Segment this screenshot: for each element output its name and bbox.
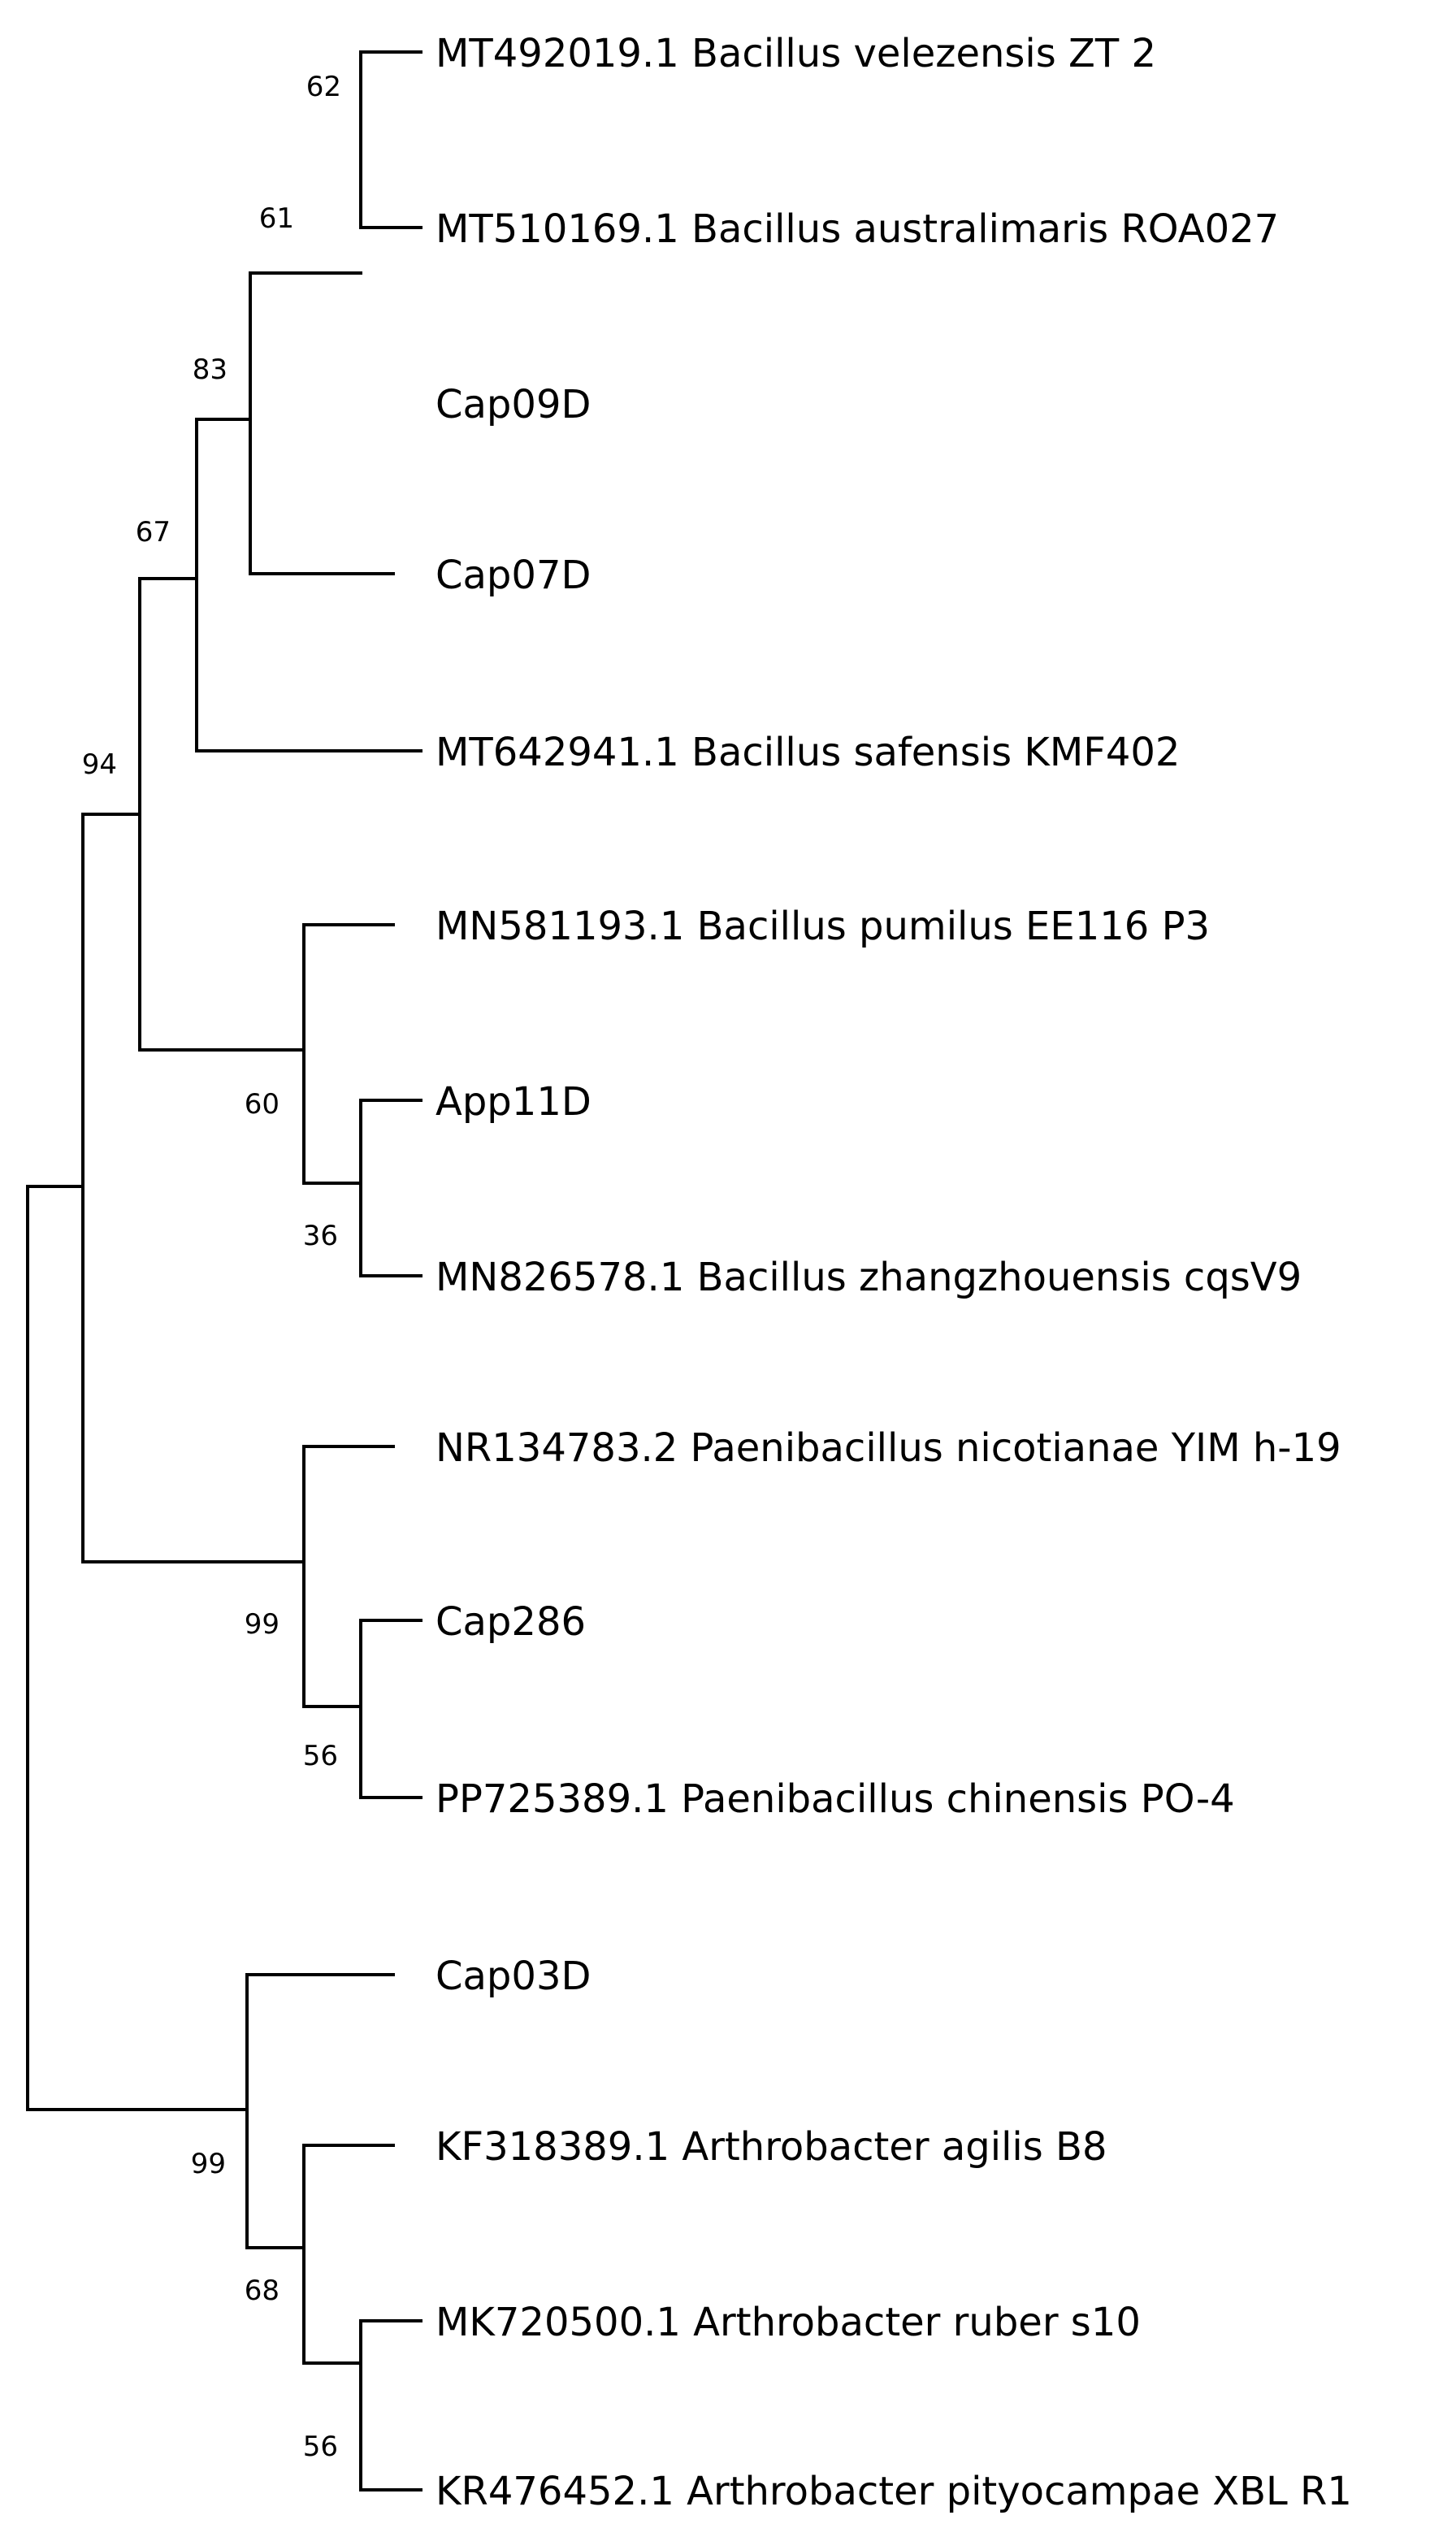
branch-root bbox=[26, 1185, 249, 2111]
taxon-label: MN826578.1 Bacillus zhangzhouensis cqsV9 bbox=[436, 1255, 1302, 1300]
taxon-label: Cap286 bbox=[436, 1599, 586, 1645]
branch-node-67 bbox=[138, 577, 306, 1052]
taxon-label: MT510169.1 Bacillus australimaris ROA027 bbox=[436, 206, 1279, 252]
support-value: 68 bbox=[245, 2275, 280, 2307]
branch-node-62 bbox=[359, 50, 422, 229]
taxon-label: KF318389.1 Arthrobacter agilis B8 bbox=[436, 2124, 1107, 2170]
branch-node-99-paeni bbox=[302, 1445, 395, 1708]
support-value: 99 bbox=[245, 1608, 280, 1641]
branch-node-68 bbox=[302, 2144, 395, 2365]
branch-node-56-arthro bbox=[359, 2319, 422, 2491]
support-value: 83 bbox=[193, 353, 228, 386]
taxon-label: KR476452.1 Arthrobacter pityocampae XBL … bbox=[436, 2469, 1352, 2514]
taxon-label: Cap03D bbox=[436, 1954, 591, 1999]
taxon-label: MT492019.1 Bacillus velezensis ZT 2 bbox=[436, 31, 1156, 76]
support-value: 62 bbox=[306, 71, 341, 103]
support-values: 62 61 83 67 94 60 36 99 56 99 68 56 bbox=[82, 71, 341, 2463]
branch-node-83 bbox=[195, 418, 395, 752]
support-value: 67 bbox=[136, 516, 171, 549]
taxon-label: App11D bbox=[436, 1079, 592, 1125]
taxon-label: MN581193.1 Bacillus pumilus EE116 P3 bbox=[436, 904, 1210, 949]
support-value: 61 bbox=[259, 202, 294, 235]
support-value: 36 bbox=[303, 1220, 338, 1252]
branch-node-61 bbox=[249, 271, 395, 575]
branch-node-56-paeni bbox=[359, 1619, 422, 1799]
branch-node-94 bbox=[81, 813, 306, 1563]
support-value: 60 bbox=[245, 1088, 280, 1121]
tree-branches bbox=[26, 50, 422, 2491]
branch-node-60 bbox=[302, 923, 395, 1185]
taxon-label: Cap07D bbox=[436, 553, 591, 598]
taxon-label: MT642941.1 Bacillus safensis KMF402 bbox=[436, 730, 1180, 775]
support-value: 56 bbox=[303, 1740, 338, 1772]
branch-node-36 bbox=[359, 1099, 422, 1277]
taxon-label: Cap09D bbox=[436, 382, 591, 427]
support-value: 56 bbox=[303, 2431, 338, 2463]
support-value: 94 bbox=[82, 748, 117, 781]
support-value: 99 bbox=[191, 2148, 226, 2180]
taxon-label: MK720500.1 Arthrobacter ruber s10 bbox=[436, 2300, 1141, 2345]
taxon-labels: MT492019.1 Bacillus velezensis ZT 2 MT51… bbox=[436, 31, 1352, 2514]
branch-node-99-arthro bbox=[245, 1973, 395, 2249]
taxon-label: NR134783.2 Paenibacillus nicotianae YIM … bbox=[436, 1425, 1341, 1471]
taxon-label: PP725389.1 Paenibacillus chinensis PO-4 bbox=[436, 1776, 1235, 1822]
